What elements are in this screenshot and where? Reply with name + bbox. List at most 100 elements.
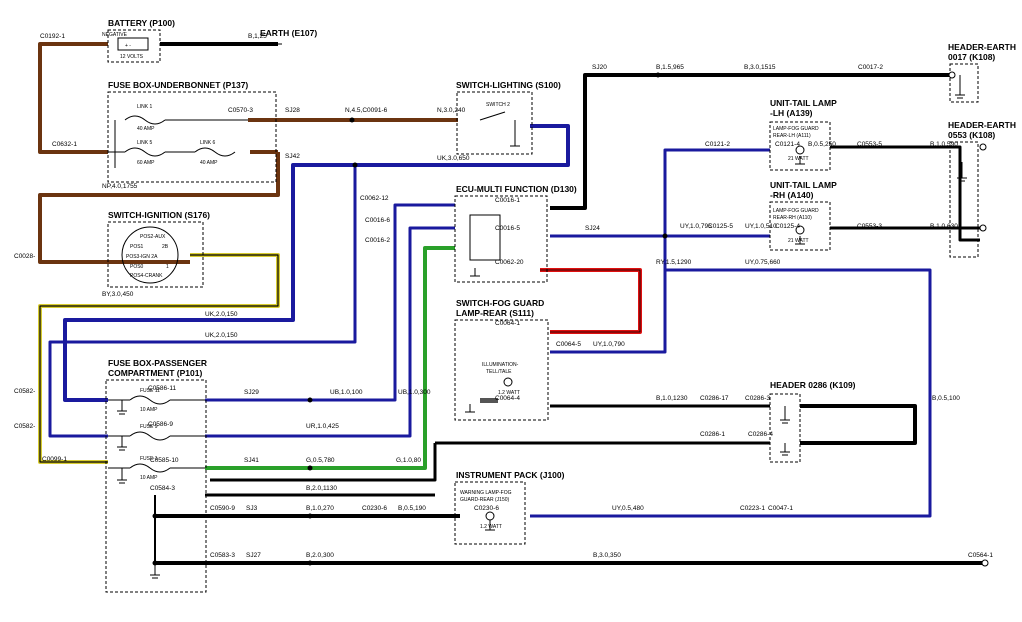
lbl-sj27: SJ27 (246, 552, 261, 559)
wire-brown-ignition (38, 152, 280, 264)
ign-1: 1 (166, 264, 169, 270)
header-0553-title-1: HEADER-EARTH (948, 120, 1016, 130)
lbl-c0286-1: C0286-1 (700, 431, 725, 438)
tail-rh-watt: 21 WATT (788, 238, 809, 244)
ground-instrument-icon (485, 520, 495, 531)
lbl-b10-270: B,1.0,270 (306, 505, 334, 512)
ign-pos1: POS1 (130, 244, 144, 250)
terminal-c0017 (948, 71, 956, 79)
tail-lh-lamp-1: LAMP-FOG GUARD (773, 126, 819, 132)
lbl-g05-780: G,0.5,780 (306, 457, 335, 464)
lbl-c0099-1: C0099-1 (42, 456, 67, 463)
wire-blue-uk-150 (48, 165, 357, 438)
wire-blue-c0062-12 (205, 203, 455, 402)
lbl-c0064-4: C0064-4 (495, 395, 520, 402)
component-boxes: + - (105, 29, 979, 593)
tail-rh-lamp-icon (795, 225, 805, 235)
lbl-uy10-510: UY,1.0,510 (745, 223, 777, 230)
ign-pos0: POS0 (130, 264, 144, 270)
tail-rh-lamp-1: LAMP-FOG GUARD (773, 208, 819, 214)
lbl-b10-1230: B,1.0,1230 (656, 395, 688, 402)
lbl-c0047-1: C0047-1 (768, 505, 793, 512)
tail-rh-box (769, 201, 831, 251)
lbl-c0553-5: C0553-5 (857, 141, 882, 148)
warning-lamp-icon (485, 511, 495, 521)
battery-neg: NEGATIVE (102, 32, 128, 38)
ecu-box (454, 195, 548, 283)
ground-symbols (117, 75, 967, 579)
lbl-uk150b: UK,2.0,150 (205, 332, 238, 339)
wire-labels: C0192-1 B,1,25 C0632-1 C0570-3 SJ28 N,4.… (14, 33, 993, 559)
wire-green (205, 246, 455, 470)
link1-amp: 40 AMP (137, 126, 155, 132)
warn-watt: 1.2 WATT (480, 524, 502, 530)
splice-sj3 (307, 513, 313, 519)
lbl-c0583-3: C0583-3 (210, 552, 235, 559)
lbl-b-earth: B,1,25 (248, 33, 267, 40)
lbl-c0584-3: C0584-3 (150, 485, 175, 492)
lbl-uk150a: UK,2.0,150 (205, 311, 238, 318)
tail-lh-watt: 21 WATT (788, 156, 809, 162)
ground-passenger-icon (150, 563, 160, 579)
ignition-dial (121, 226, 179, 284)
lbl-c0586-9: C0586-9 (148, 421, 173, 428)
lbl-c0121-4: C0121-4 (775, 141, 800, 148)
instrument-title: INSTRUMENT PACK (J100) (456, 470, 565, 480)
wire-black-header-loop (800, 404, 917, 445)
lbl-b20-1130: B,2.0,1130 (306, 485, 337, 492)
tail-lh-title-2: -LH (A139) (770, 108, 813, 118)
header-0553-box (949, 141, 979, 258)
fuse-underbonnet-title: FUSE BOX-UNDERBONNET (P137) (108, 80, 248, 90)
illumination-lamp-icon (503, 377, 513, 387)
lbl-np40: NP,4.0,1755 (102, 183, 138, 190)
tail-rh-title-1: UNIT-TAIL LAMP (770, 180, 837, 190)
link5-fuse (124, 147, 166, 157)
lbl-n30: N,3.0,240 (437, 107, 466, 114)
wire-red-core (540, 269, 641, 333)
splice-sj29 (307, 397, 313, 403)
lbl-c0582-b: C0582- (14, 423, 35, 430)
lbl-uy05-480: UY,0.5,480 (612, 505, 644, 512)
splice-points (152, 72, 668, 566)
tail-rh-lamp-2: REAR-RH (A110) (773, 215, 812, 221)
lbl-sj28: SJ28 (285, 107, 300, 114)
ignition-title: SWITCH-IGNITION (S176) (108, 210, 210, 220)
lbl-c0064-5: C0064-5 (556, 341, 581, 348)
lbl-c0230-6a: C0230-6 (362, 505, 387, 512)
tail-lh-box (769, 121, 831, 171)
wire-blue-uy075 (530, 268, 932, 518)
lbl-b05-100: B,0.5,100 (932, 395, 960, 402)
lbl-ub10-300: UB,1.0,300 (398, 389, 431, 396)
lbl-b10-590: B,1.0,590 (930, 141, 958, 148)
switch-fog-title-2: LAMP-REAR (S111) (456, 308, 534, 318)
link6-label: LINK 6 (200, 140, 216, 146)
lbl-c0632-1: C0632-1 (52, 141, 77, 148)
wire-by-core (39, 254, 279, 463)
ign-pos2: POS2-AUX (140, 234, 166, 240)
link1-label: LINK 1 (137, 104, 153, 110)
lbl-c0590-9: C0590-9 (210, 505, 235, 512)
lbl-sj20: SJ20 (592, 64, 607, 71)
lbl-uy10-790: UY,1.0,790 (593, 341, 625, 348)
lbl-c0582-a: C0582- (14, 388, 35, 395)
ecu-title: ECU-MULTI FUNCTION (D130) (456, 184, 577, 194)
ground-0553-icon (957, 162, 967, 182)
lbl-c0062-20: C0062-20 (495, 259, 524, 266)
lbl-sj24: SJ24 (585, 225, 600, 232)
splice-sj20 (655, 72, 661, 78)
lbl-c0286-17: C0286-17 (700, 395, 729, 402)
warn-label-2: GUARD-REAR (J150) (460, 497, 510, 503)
wire-blue-tail-lh (550, 148, 770, 354)
splice-ground (152, 513, 158, 519)
wire-black-sj20 (550, 73, 952, 210)
fuse9-label: FUSE 9 (140, 424, 158, 430)
lbl-b10-630: B,1.0,630 (930, 223, 958, 230)
fuse9-icon (129, 431, 171, 441)
fuse-passenger-box (105, 379, 207, 593)
lbl-b20-300: B,2.0,300 (306, 552, 334, 559)
header-0553-title-2: 0553 (K108) (948, 130, 995, 140)
lbl-g10-80: G,1.0,80 (396, 457, 421, 464)
illum-label-1: ILLUMINATION- (482, 362, 519, 368)
splice-sj41 (307, 465, 313, 471)
ground-fuse9-icon (117, 436, 127, 451)
